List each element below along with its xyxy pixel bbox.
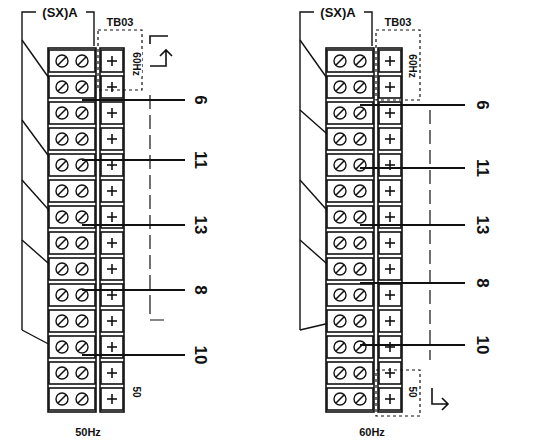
frequency-tag: 50 [406,385,418,398]
group-label: (SX)A [41,5,78,20]
arrow-symbol [432,388,448,410]
wire-number: 8 [191,284,210,295]
wire-number: 11 [473,158,492,178]
arrow-symbol [150,50,172,66]
tb03-outline [376,370,420,416]
frequency-tag: 60Hz [130,51,142,76]
dashed-jumper [150,95,170,320]
wire-number: 6 [473,99,492,110]
wire-number: 13 [473,215,492,236]
terminal-strip [326,48,374,412]
wire-number: 6 [191,94,210,105]
frequency-tag: 60Hz [406,53,418,78]
caption-frequency: 50Hz [74,426,102,439]
wires [360,105,465,345]
terminal-block-name: TB03 [384,16,413,29]
tb03-strip [378,48,402,412]
arrow-symbol [150,36,168,44]
frequency-tag: 50 [130,385,142,398]
dashed-jumper [429,110,430,360]
terminal-strip [48,48,96,412]
caption-frequency: 60Hz [358,426,386,439]
group-label: (SX)A [319,5,356,20]
wire-number: 10 [473,335,492,356]
tb03-strip [100,48,124,412]
wire-number: 10 [191,345,210,366]
tb03-outline [98,30,142,90]
wire-number: 8 [473,277,492,288]
wire-number: 13 [191,215,210,236]
wires [82,100,185,355]
tb03-outline [376,30,420,100]
wire-number: 11 [191,150,210,170]
terminal-block-name: TB03 [106,16,135,29]
